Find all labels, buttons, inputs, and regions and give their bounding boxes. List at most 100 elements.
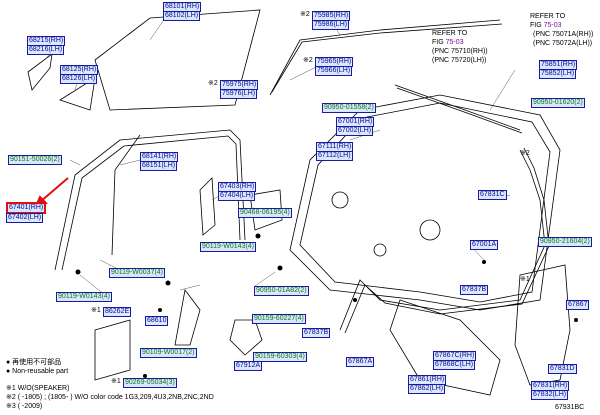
leader-line [149,17,166,41]
door-panel-piece [199,177,216,236]
bolt [143,374,147,378]
regulator-bracket [249,189,283,231]
mark-label: ※2 [520,150,530,157]
legend-item-jp: ● 再使用不可部品 [6,359,62,366]
part-90950-21604[interactable]: 90950-21604(2) [538,237,592,247]
legend-note1: ※1 W/O(SPEAKER) [6,385,70,392]
part-75976[interactable]: 75976(LH) [220,89,258,99]
refer-text: (PNC 75072A(LH)) [533,40,593,47]
part-90950-01620[interactable]: 90950-01620(2) [531,98,585,108]
refer-text: (PNC 75720(LH)) [432,57,487,64]
part-90159-60303[interactable]: 90159-60303(4) [253,352,307,362]
mark-label: ※1 [111,378,121,385]
bolt [482,260,486,264]
part-90950-01A82[interactable]: 90950-01A82(2) [254,286,309,296]
part-67867[interactable]: 67867 [566,300,590,310]
refer-fig-label: FIG [530,22,542,29]
bolt [158,308,162,312]
leader-line [79,274,106,296]
part-90950-01558[interactable]: 90950-01558(2) [322,103,376,113]
refer-fig-label: FIG [432,39,444,46]
part-67832[interactable]: 67832(LH) [531,390,569,400]
bolt [75,269,81,275]
part-68102[interactable]: 68102(LH) [163,11,201,21]
door-check [229,319,263,356]
part-67002[interactable]: 67002(LH) [336,126,374,136]
legend-note2: ※2 ( -1805) ; (1805- ) W/O color code 1G… [6,394,214,401]
part-67402[interactable]: 67402(LH) [6,213,44,223]
leader-line [254,271,276,287]
refer-fig-link[interactable]: 75-03 [543,22,562,29]
part-86262E[interactable]: 86262E [103,307,132,317]
part-67404[interactable]: 67404(LH) [218,191,256,201]
speaker-piece [94,319,131,381]
part-67867A[interactable]: 67867A [346,357,375,367]
leader-line [69,159,81,166]
part-90151-50026[interactable]: 90151-50026(2) [8,155,62,165]
glass-run-piece [27,53,53,91]
red-pointer-arrow [39,177,69,203]
part-67112[interactable]: 67112(LH) [316,151,353,161]
part-90159-60227[interactable]: 90159-60227(4) [252,314,306,324]
refer-text: REFER TO [432,30,468,37]
legend-item-en: ● Non-reusable part [6,368,69,375]
figure-id: 67931BC [555,404,585,411]
service-hole-cover [514,264,571,386]
leader-line [179,284,201,291]
refer-text: (PNC 75071A(RH)) [533,31,594,38]
mark-label: ※1 [91,307,101,314]
part-67001A[interactable]: 67001A [470,240,499,250]
part-75986[interactable]: 75986(LH) [312,20,350,30]
door-hole [373,243,387,257]
door-weatherstrip [339,149,546,331]
part-67862[interactable]: 67862(LH) [408,384,446,394]
part-90119-W0143-b[interactable]: 90119-W0143(4) [56,292,113,302]
part-67912A[interactable]: 67912A [234,361,263,371]
part-68151[interactable]: 68151(LH) [140,161,178,171]
door-hole [331,191,349,209]
mark-label: ※2 [300,11,310,18]
door-weatherstrip-inner [344,147,550,334]
part-90119-W0143-a[interactable]: 90119-W0143(4) [200,242,257,252]
bolt [574,318,578,322]
belt-moulding [394,84,521,131]
outer-weatherstrip-inner [271,23,503,93]
bolt [353,298,357,302]
refer-fig-link[interactable]: 75-03 [445,39,464,46]
part-67831D[interactable]: 67831D [548,364,577,374]
part-90119-W0037[interactable]: 90119-W0037(4) [109,268,166,278]
mark-label: ※1 [520,276,530,283]
window-regulator [174,289,201,346]
part-75852[interactable]: 75852(LH) [539,69,577,79]
part-68126[interactable]: 68126(LH) [60,74,98,84]
part-67868C[interactable]: 67868C(LH) [433,360,476,370]
part-75966[interactable]: 75966(LH) [315,66,353,76]
window-glass [94,9,261,111]
rear-channel [111,134,141,256]
mark-label: ※2 [303,57,313,64]
quarter-glass [59,77,96,111]
bolt [255,233,261,239]
part-67837B-b[interactable]: 67837B [302,328,331,338]
leader-line [489,69,516,111]
mark-label: ※2 [208,80,218,87]
refer-text: FIG 75-03 [432,39,464,47]
glass-run-channel-inner [61,135,241,271]
refer-text: FIG 75-03 [530,22,562,30]
part-67837B[interactable]: 67837B [460,285,489,295]
bolt [165,280,171,286]
part-90269-05034[interactable]: 90269-05034(3) [123,378,177,388]
legend-note3: ※3 ( -2009) [6,403,43,410]
belt-moulding-inner [396,87,523,134]
glass-run-channel [54,129,246,271]
part-67831C[interactable]: 67831C [478,190,507,200]
part-90109-W0017[interactable]: 90109-W0017(2) [140,348,197,358]
part-68216[interactable]: 68216(LH) [27,45,65,55]
part-68610[interactable]: 68610 [145,316,169,326]
refer-text: (PNC 75710(RH)) [432,48,488,55]
leader-line [119,159,141,166]
part-90468-06195[interactable]: 90468-06195(4) [238,208,292,218]
refer-text: REFER TO [530,13,566,20]
bolt [277,265,283,271]
